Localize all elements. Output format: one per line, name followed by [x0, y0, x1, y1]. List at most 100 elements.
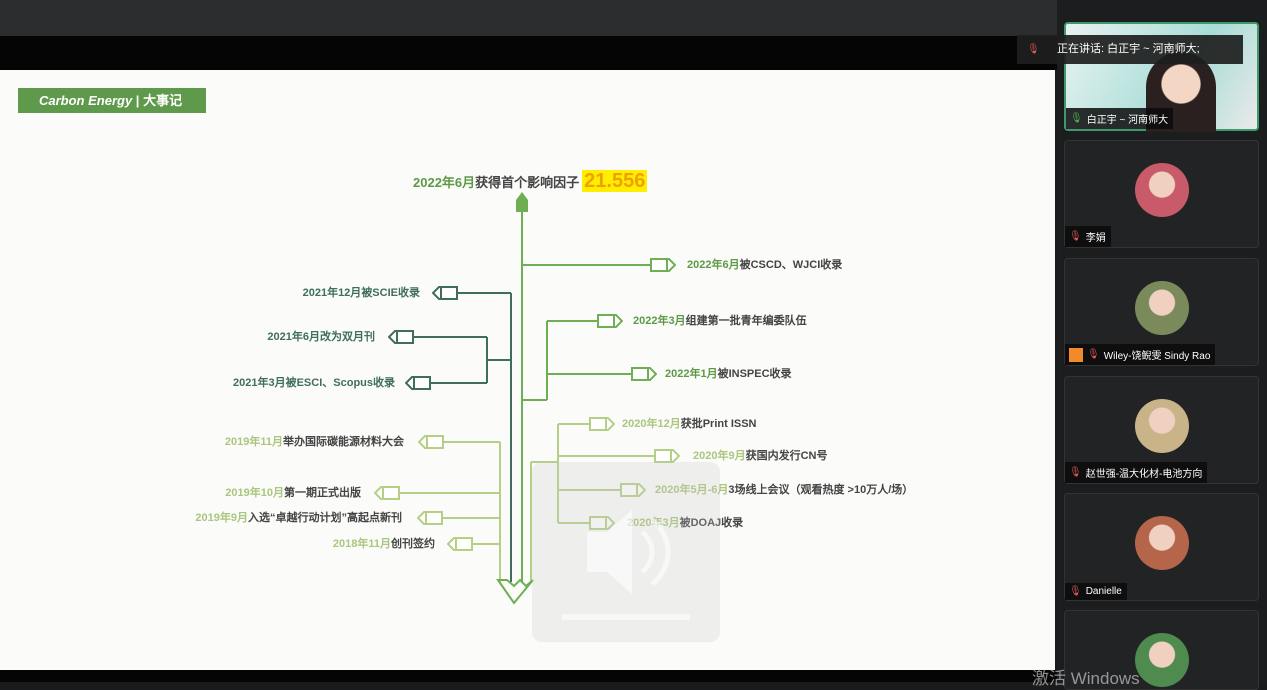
mic-muted-icon: 🎙 [1087, 349, 1100, 360]
timeline-event-right: 2020年9月获国内发行CN号 [693, 449, 827, 463]
event-date: 2021年12月 [302, 287, 362, 299]
participant-avatar [1135, 281, 1189, 335]
event-text: 被DOAJ收录 [679, 517, 744, 529]
event-text: 改为双月刊 [320, 331, 375, 343]
mic-icon: 🎙 [1027, 44, 1040, 55]
participant-name: 李娟 [1085, 233, 1106, 244]
badge-cn: 大事记 [143, 93, 183, 108]
participant-name: 白正宇 ~ 河南师大 [1086, 115, 1169, 126]
participant-avatar [1135, 516, 1189, 570]
tag-arrow-icon [620, 483, 646, 497]
event-date: 2022年1月 [665, 368, 718, 380]
tag-arrow-icon [388, 330, 414, 344]
tag-arrow-icon [597, 314, 623, 328]
event-date: 2018年11月 [332, 538, 391, 550]
tag-arrow-icon [374, 486, 400, 500]
title-date: 2022年6月 [413, 175, 476, 190]
speaker-icon [562, 510, 690, 620]
event-date: 2019年11月 [224, 436, 283, 448]
bottom-bar [0, 670, 1057, 682]
tag-arrow-icon [654, 449, 680, 463]
impact-factor-value: 21.556 [582, 170, 648, 192]
shared-slide [0, 70, 1055, 670]
event-date: 2020年5月-6月 [655, 484, 729, 496]
speaking-banner: 🎙 正在讲话: 白正宇 ~ 河南师大; [1017, 35, 1243, 64]
speaker-volume-overlay [532, 462, 720, 642]
event-text: 获批Print ISSN [680, 418, 757, 430]
participant-avatar [1135, 399, 1189, 453]
tag-arrow-icon [417, 511, 443, 525]
event-date: 2022年6月 [687, 259, 740, 271]
participant-tile[interactable]: 🎙赵世强-温大化材-电池方向 [1064, 376, 1259, 484]
tag-arrow-icon [418, 435, 444, 449]
event-date: 2022年3月 [633, 315, 686, 327]
timeline-pencil-lines [396, 192, 654, 605]
timeline-event-right: 2020年12月获批Print ISSN [622, 417, 757, 431]
participant-tile[interactable]: 🎙Danielle [1064, 493, 1259, 601]
tag-arrow-icon [405, 376, 431, 390]
event-date: 2021年6月 [267, 331, 320, 343]
badge-sep: | [132, 93, 144, 108]
event-date: 2020年12月 [622, 418, 681, 430]
event-date: 2021年3月 [233, 377, 286, 389]
event-date: 2020年9月 [693, 450, 746, 462]
timeline-event-left: 2021年3月被ESCI、Scopus收录 [233, 376, 395, 390]
timeline-event-right: 2022年3月组建第一批青年编委队伍 [633, 314, 807, 328]
mic-on-icon: 🎙 [1070, 113, 1083, 124]
pencil-tip [496, 578, 534, 605]
timeline-event-right: 2022年6月被CSCD、WJCI收录 [687, 258, 842, 272]
participant-name: 赵世强-温大化材-电池方向 [1085, 469, 1203, 480]
dark-branch [410, 292, 512, 582]
tag-arrow-icon [650, 258, 676, 272]
slide-header-badge: Carbon Energy | 大事记 [18, 88, 206, 113]
event-text: 创刊签约 [391, 538, 435, 550]
participant-name: Danielle [1085, 586, 1122, 597]
participant-name-tag: 🎙Wiley-饶鲵雯 Sindy Rao [1065, 344, 1216, 365]
event-text: 获国内发行CN号 [745, 450, 828, 462]
tag-arrow-icon [447, 537, 473, 551]
badge-en: Carbon Energy [39, 93, 133, 108]
timeline-event-left: 2019年11月举办国际碳能源材料大会 [225, 435, 404, 449]
timeline-event-left: 2019年10月第一期正式出版 [225, 486, 361, 500]
pencil-top-arrow [516, 192, 528, 212]
event-text: 被ESCI、Scopus收录 [285, 377, 395, 389]
event-date: 2019年10月 [225, 487, 284, 499]
participant-tile[interactable]: 🎙Wiley-饶鲵雯 Sindy Rao [1064, 258, 1259, 366]
tag-arrow-icon [631, 367, 657, 381]
windows-watermark: 激活 Windows [1032, 669, 1140, 688]
event-text: 被SCIE收录 [361, 287, 420, 299]
light-branch [396, 423, 654, 582]
event-text: 举办国际碳能源材料大会 [283, 436, 404, 448]
tag-arrow-icon [589, 417, 615, 431]
speaking-text: 正在讲话: 白正宇 ~ 河南师大; [1057, 43, 1200, 55]
event-date: 2019年9月 [195, 512, 248, 524]
timeline-event-left: 2018年11月创刊签约 [333, 537, 435, 551]
timeline-event-right: 2020年5月-6月3场线上会议（观看热度 >10万人/场） [655, 483, 913, 497]
event-text: 入选“卓越行动计划”高起点新刊 [248, 512, 402, 524]
participant-avatar [1135, 633, 1189, 687]
timeline-event-right: 2022年1月被INSPEC收录 [665, 367, 792, 381]
participant-name-tag: 🎙赵世强-温大化材-电池方向 [1065, 462, 1208, 483]
timeline-event-left: 2021年6月改为双月刊 [267, 330, 375, 344]
host-icon [1069, 347, 1083, 362]
participant-name-tag: 🎙白正宇 ~ 河南师大 [1066, 108, 1174, 129]
window-title-bar [0, 0, 1057, 36]
tag-arrow-icon [589, 516, 615, 530]
participant-tile[interactable]: 🎙李娟 [1064, 140, 1259, 248]
event-text: 被INSPEC收录 [717, 368, 792, 380]
timeline-event-left: 2021年12月被SCIE收录 [303, 286, 420, 300]
title-text: 获得首个影响因子 [475, 175, 580, 190]
event-text: 3场线上会议（观看热度 >10万人/场） [728, 484, 914, 496]
event-text: 组建第一批青年编委队伍 [685, 315, 807, 327]
timeline-event-left: 2019年9月入选“卓越行动计划”高起点新刊 [195, 511, 402, 525]
mic-muted-icon: 🎙 [1069, 231, 1082, 242]
mic-muted-icon: 🎙 [1069, 467, 1082, 478]
participant-name-tag: 🎙李娟 [1065, 226, 1111, 247]
mic-muted-icon: 🎙 [1069, 586, 1082, 597]
event-text: 被CSCD、WJCI收录 [739, 259, 843, 271]
participant-tile[interactable] [1064, 610, 1259, 690]
participant-avatar [1135, 163, 1189, 217]
mid-branch [521, 210, 650, 582]
share-toolbar [0, 36, 1057, 70]
